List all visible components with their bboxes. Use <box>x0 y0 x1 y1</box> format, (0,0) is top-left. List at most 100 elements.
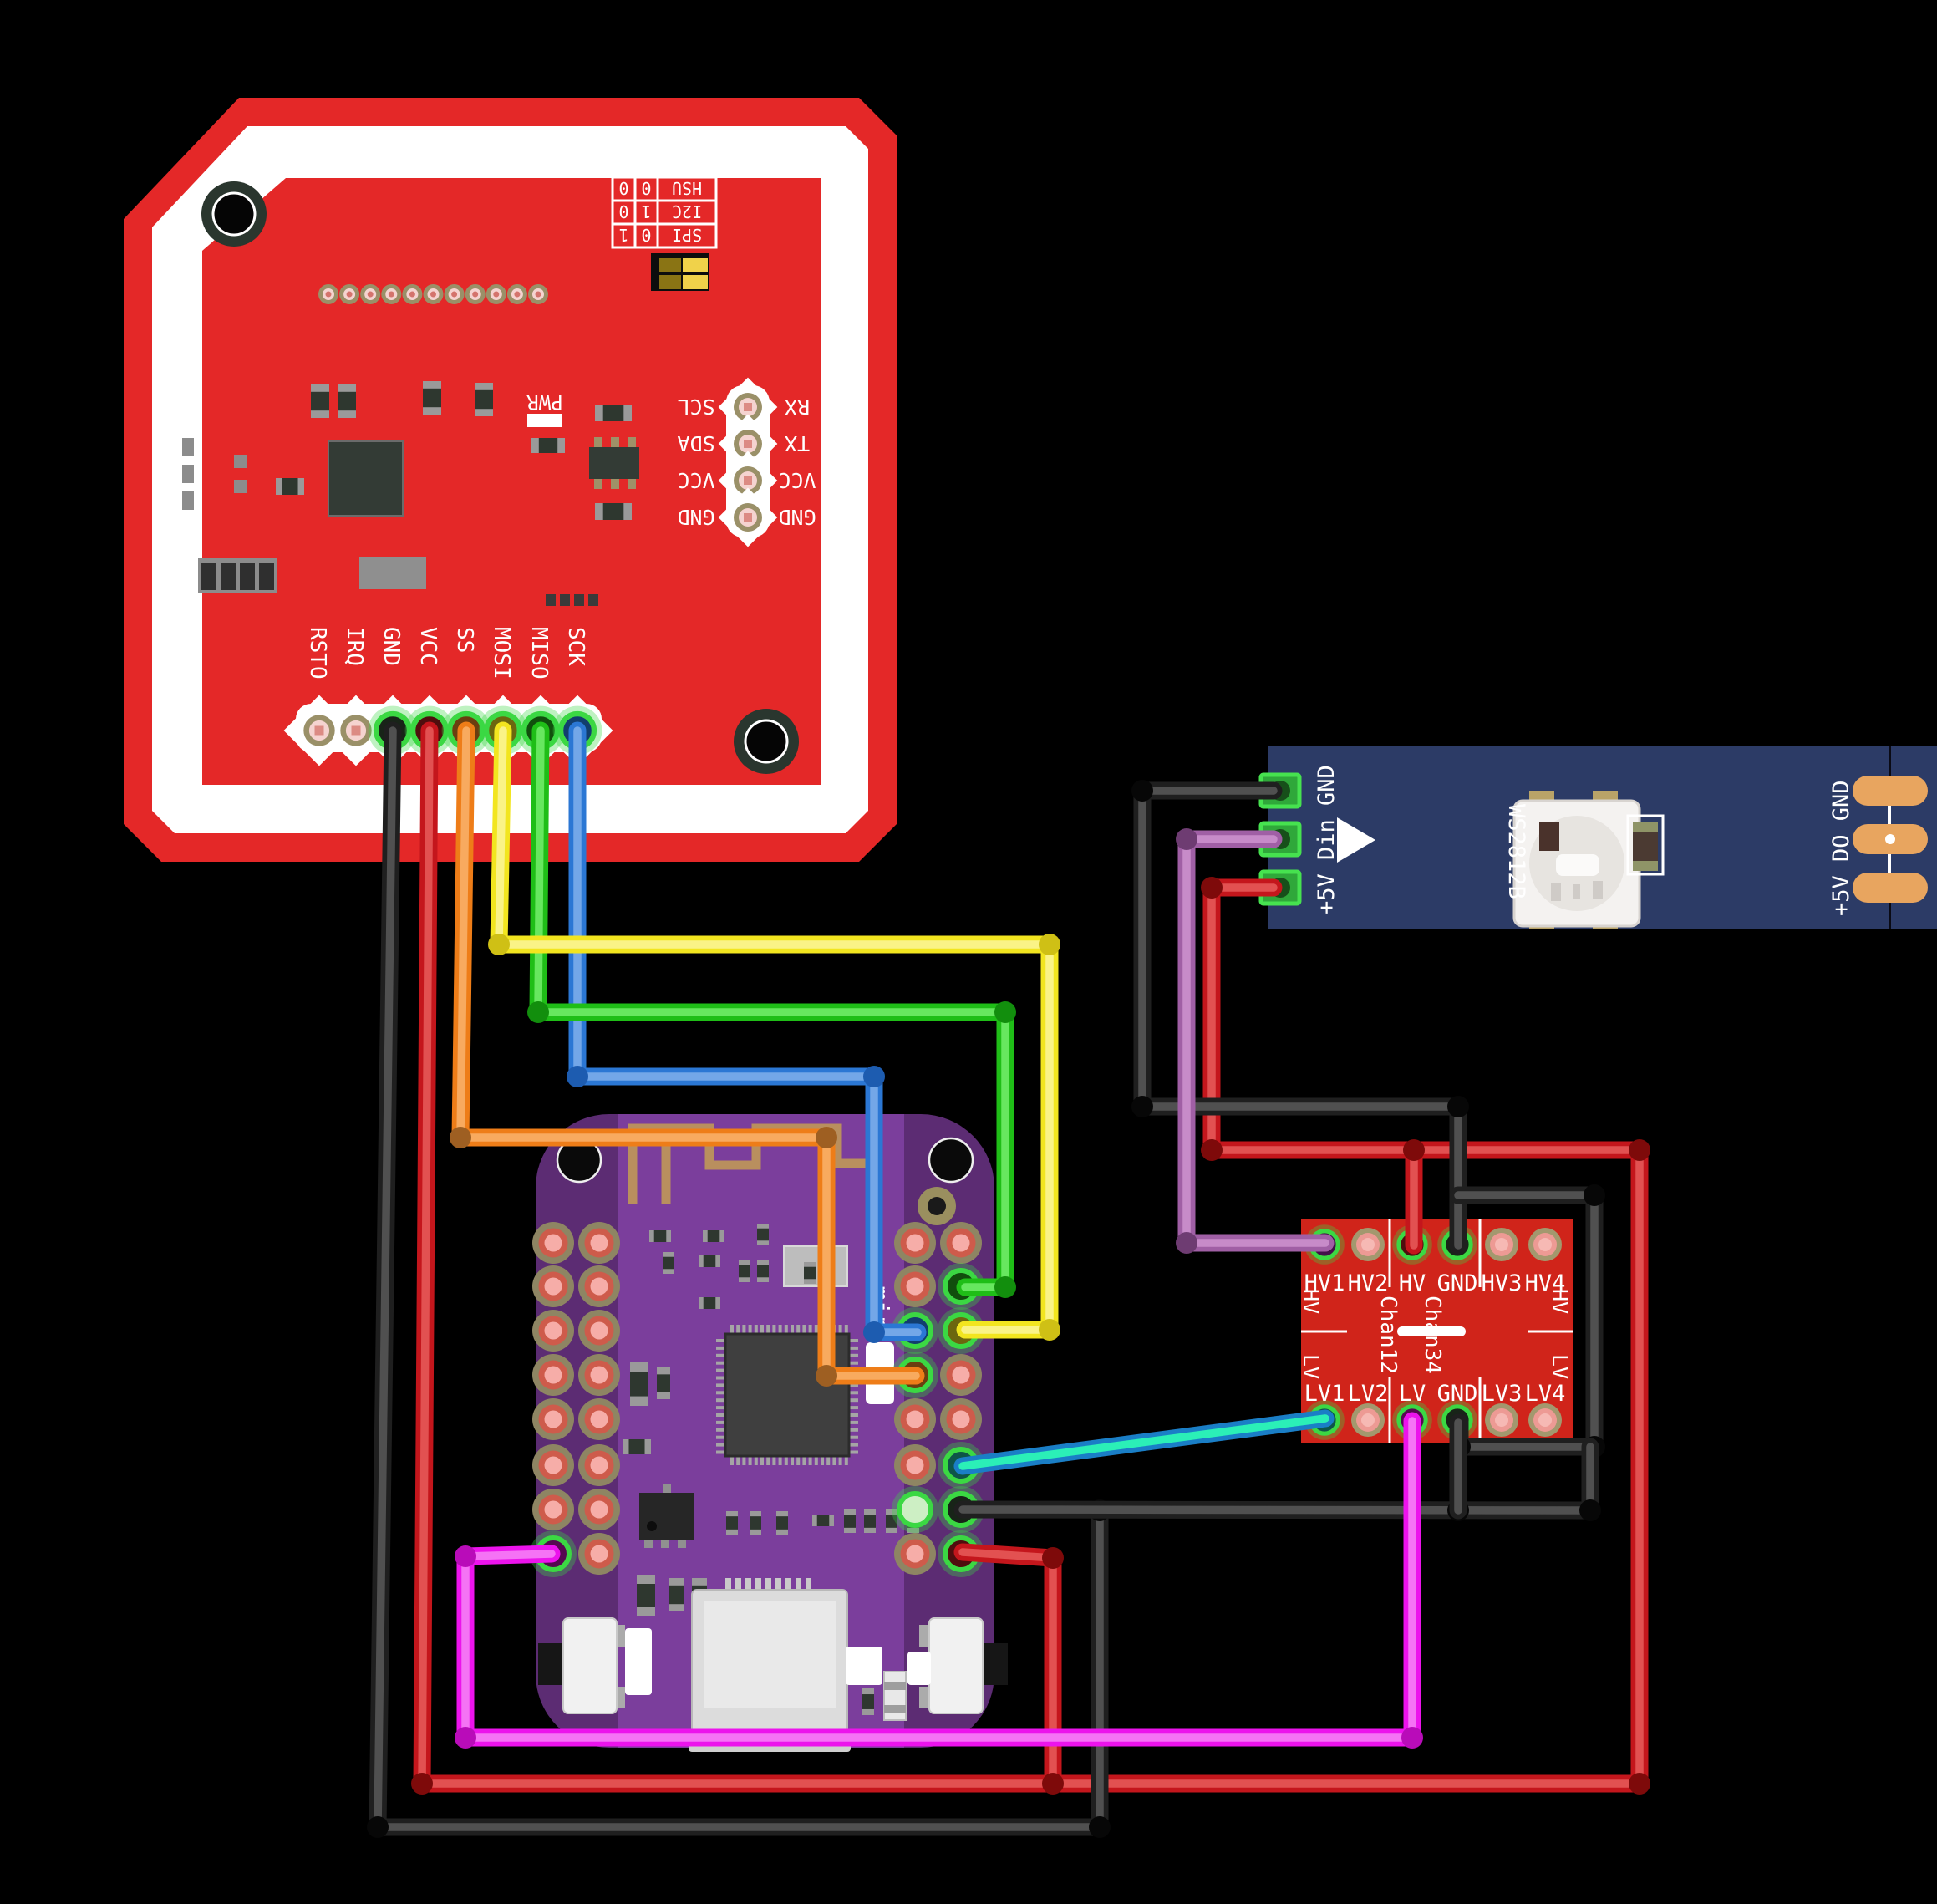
jumper-table-cell: 0 <box>618 178 628 198</box>
wires-layer <box>367 721 1650 1838</box>
s2-pad <box>940 1222 982 1264</box>
s2-pad <box>940 1398 982 1440</box>
lc-bottom-label: LV1 <box>1304 1381 1345 1407</box>
pn532-main-chip <box>328 440 404 517</box>
pn532-right-inner-label: SDA <box>677 431 714 456</box>
s2-pad <box>532 1310 574 1352</box>
pn532-right-inner-label: VCC <box>677 468 714 492</box>
ws2812b-chip-label: WS2812B <box>1503 804 1529 899</box>
ws2812b-board: WS2812B +5V Din GND +5V DO GND <box>1258 746 1937 929</box>
lc-top-label: HV4 <box>1525 1270 1566 1296</box>
pn532-pwr-label: PWR <box>526 390 563 414</box>
jumper-table-cell: HSU <box>672 178 702 198</box>
pn532-right-outer-label: VCC <box>778 468 816 492</box>
wire-bend-dot <box>527 1001 549 1023</box>
wire-5v-main <box>411 721 1650 1795</box>
lc-top-label: HV <box>1399 1270 1426 1296</box>
wire-bend-dot <box>863 1066 885 1087</box>
wire-bend-dot <box>455 1545 476 1567</box>
pn532-right-outer-label: TX <box>785 431 810 456</box>
wire-lv-ref <box>455 1412 1423 1749</box>
lc-top-label: HV3 <box>1482 1270 1523 1296</box>
wire-bend-dot <box>1042 1547 1064 1569</box>
pn532-pad-IRQ <box>340 715 372 746</box>
wire-bend-dot <box>1042 1773 1064 1795</box>
s2-pad <box>894 1222 936 1264</box>
pn532-mount-hole-br <box>734 709 799 774</box>
wire-bend-dot <box>1089 1816 1111 1838</box>
wire-gnd-ws2812b <box>1131 780 1469 1255</box>
wire-led-data-hv <box>1176 828 1335 1254</box>
s2-pad <box>578 1444 620 1486</box>
lc-top-label: HV2 <box>1348 1270 1389 1296</box>
wire-5v-s2-branch <box>953 1543 1064 1795</box>
pn532-pwr-led <box>527 414 562 427</box>
lc-bottom-label: GND <box>1437 1381 1478 1407</box>
lc-bottom-label: LV <box>1399 1381 1426 1407</box>
wire-bend-dot <box>1403 1139 1425 1161</box>
ws2812b-led <box>1512 791 1641 929</box>
s2-pad <box>532 1444 574 1486</box>
pn532-right-inner-label: SCL <box>677 395 714 419</box>
s2-pad <box>578 1533 620 1575</box>
jumper-table-cell: SPI <box>672 225 702 245</box>
s2-pad <box>894 1398 936 1440</box>
s2-pad <box>578 1354 620 1396</box>
ws2812b-resistor <box>1626 814 1665 876</box>
wire-bend-dot <box>1401 1727 1423 1749</box>
ws2812b-right-pad <box>1853 776 1928 806</box>
s2mini-board: RST 0 15 mini S2 <box>530 1114 1008 1752</box>
pn532-pad-RSTO <box>303 715 335 746</box>
wire-bend-dot <box>567 1066 588 1087</box>
s2-pad-pale-green <box>892 1486 938 1533</box>
wire-bend-dot <box>455 1727 476 1749</box>
pn532-right-pad-VCC <box>734 466 762 495</box>
s2-ldo-regulator <box>639 1484 694 1548</box>
s2-capacitor <box>883 1671 907 1721</box>
lc-side-label-lv-right: LV <box>1548 1354 1572 1379</box>
wire-bend-dot <box>1584 1184 1605 1206</box>
s2-pad <box>532 1265 574 1307</box>
pn532-pin-label-RSTO: RSTO <box>305 627 330 680</box>
wire-spi-miso <box>527 721 1016 1298</box>
wire-bend-dot <box>1201 1139 1223 1161</box>
lc-side-label-hv-right: HV <box>1548 1289 1572 1314</box>
pn532-component-gray <box>359 557 426 589</box>
pn532-right-outer-label: RX <box>785 395 810 419</box>
ws2812b-left-pin-labels: +5V Din GND <box>1314 765 1340 914</box>
s2-pad <box>532 1222 574 1264</box>
din-arrow-icon <box>1337 817 1375 863</box>
s2-pad <box>532 1489 574 1530</box>
wire-spi-sck <box>567 721 927 1343</box>
s2-pad <box>532 1354 574 1396</box>
pn532-pin-label-IRQ: IRQ <box>342 627 367 666</box>
jumper-table-cell: I2C <box>672 201 702 221</box>
wire-gnd-s2-lc <box>953 1438 1601 1521</box>
jumper-table-cell: 0 <box>618 201 628 221</box>
s2-esp32-chip <box>716 1325 858 1465</box>
wire-bend-dot <box>863 1321 885 1343</box>
lc-bottom-label: LV2 <box>1348 1381 1389 1407</box>
wire-bend-dot <box>1176 1232 1197 1254</box>
s2-pad <box>894 1265 936 1307</box>
wire-bend-dot <box>1579 1499 1601 1521</box>
ws2812b-right-pin-labels: +5V DO GND <box>1828 780 1854 916</box>
wire-bend-dot <box>994 1001 1016 1023</box>
pn532-top-pad-row <box>318 284 548 304</box>
wire-bend-dot <box>411 1773 433 1795</box>
pn532-right-inner-label: GND <box>677 505 714 529</box>
s2-pad <box>894 1444 936 1486</box>
lc-top-label: HV1 <box>1304 1270 1345 1296</box>
s2-pad <box>578 1310 620 1352</box>
wire-bend-dot <box>1447 1096 1469 1117</box>
s2-usb-connector <box>689 1578 851 1752</box>
wire-bend-dot <box>1131 1096 1153 1117</box>
